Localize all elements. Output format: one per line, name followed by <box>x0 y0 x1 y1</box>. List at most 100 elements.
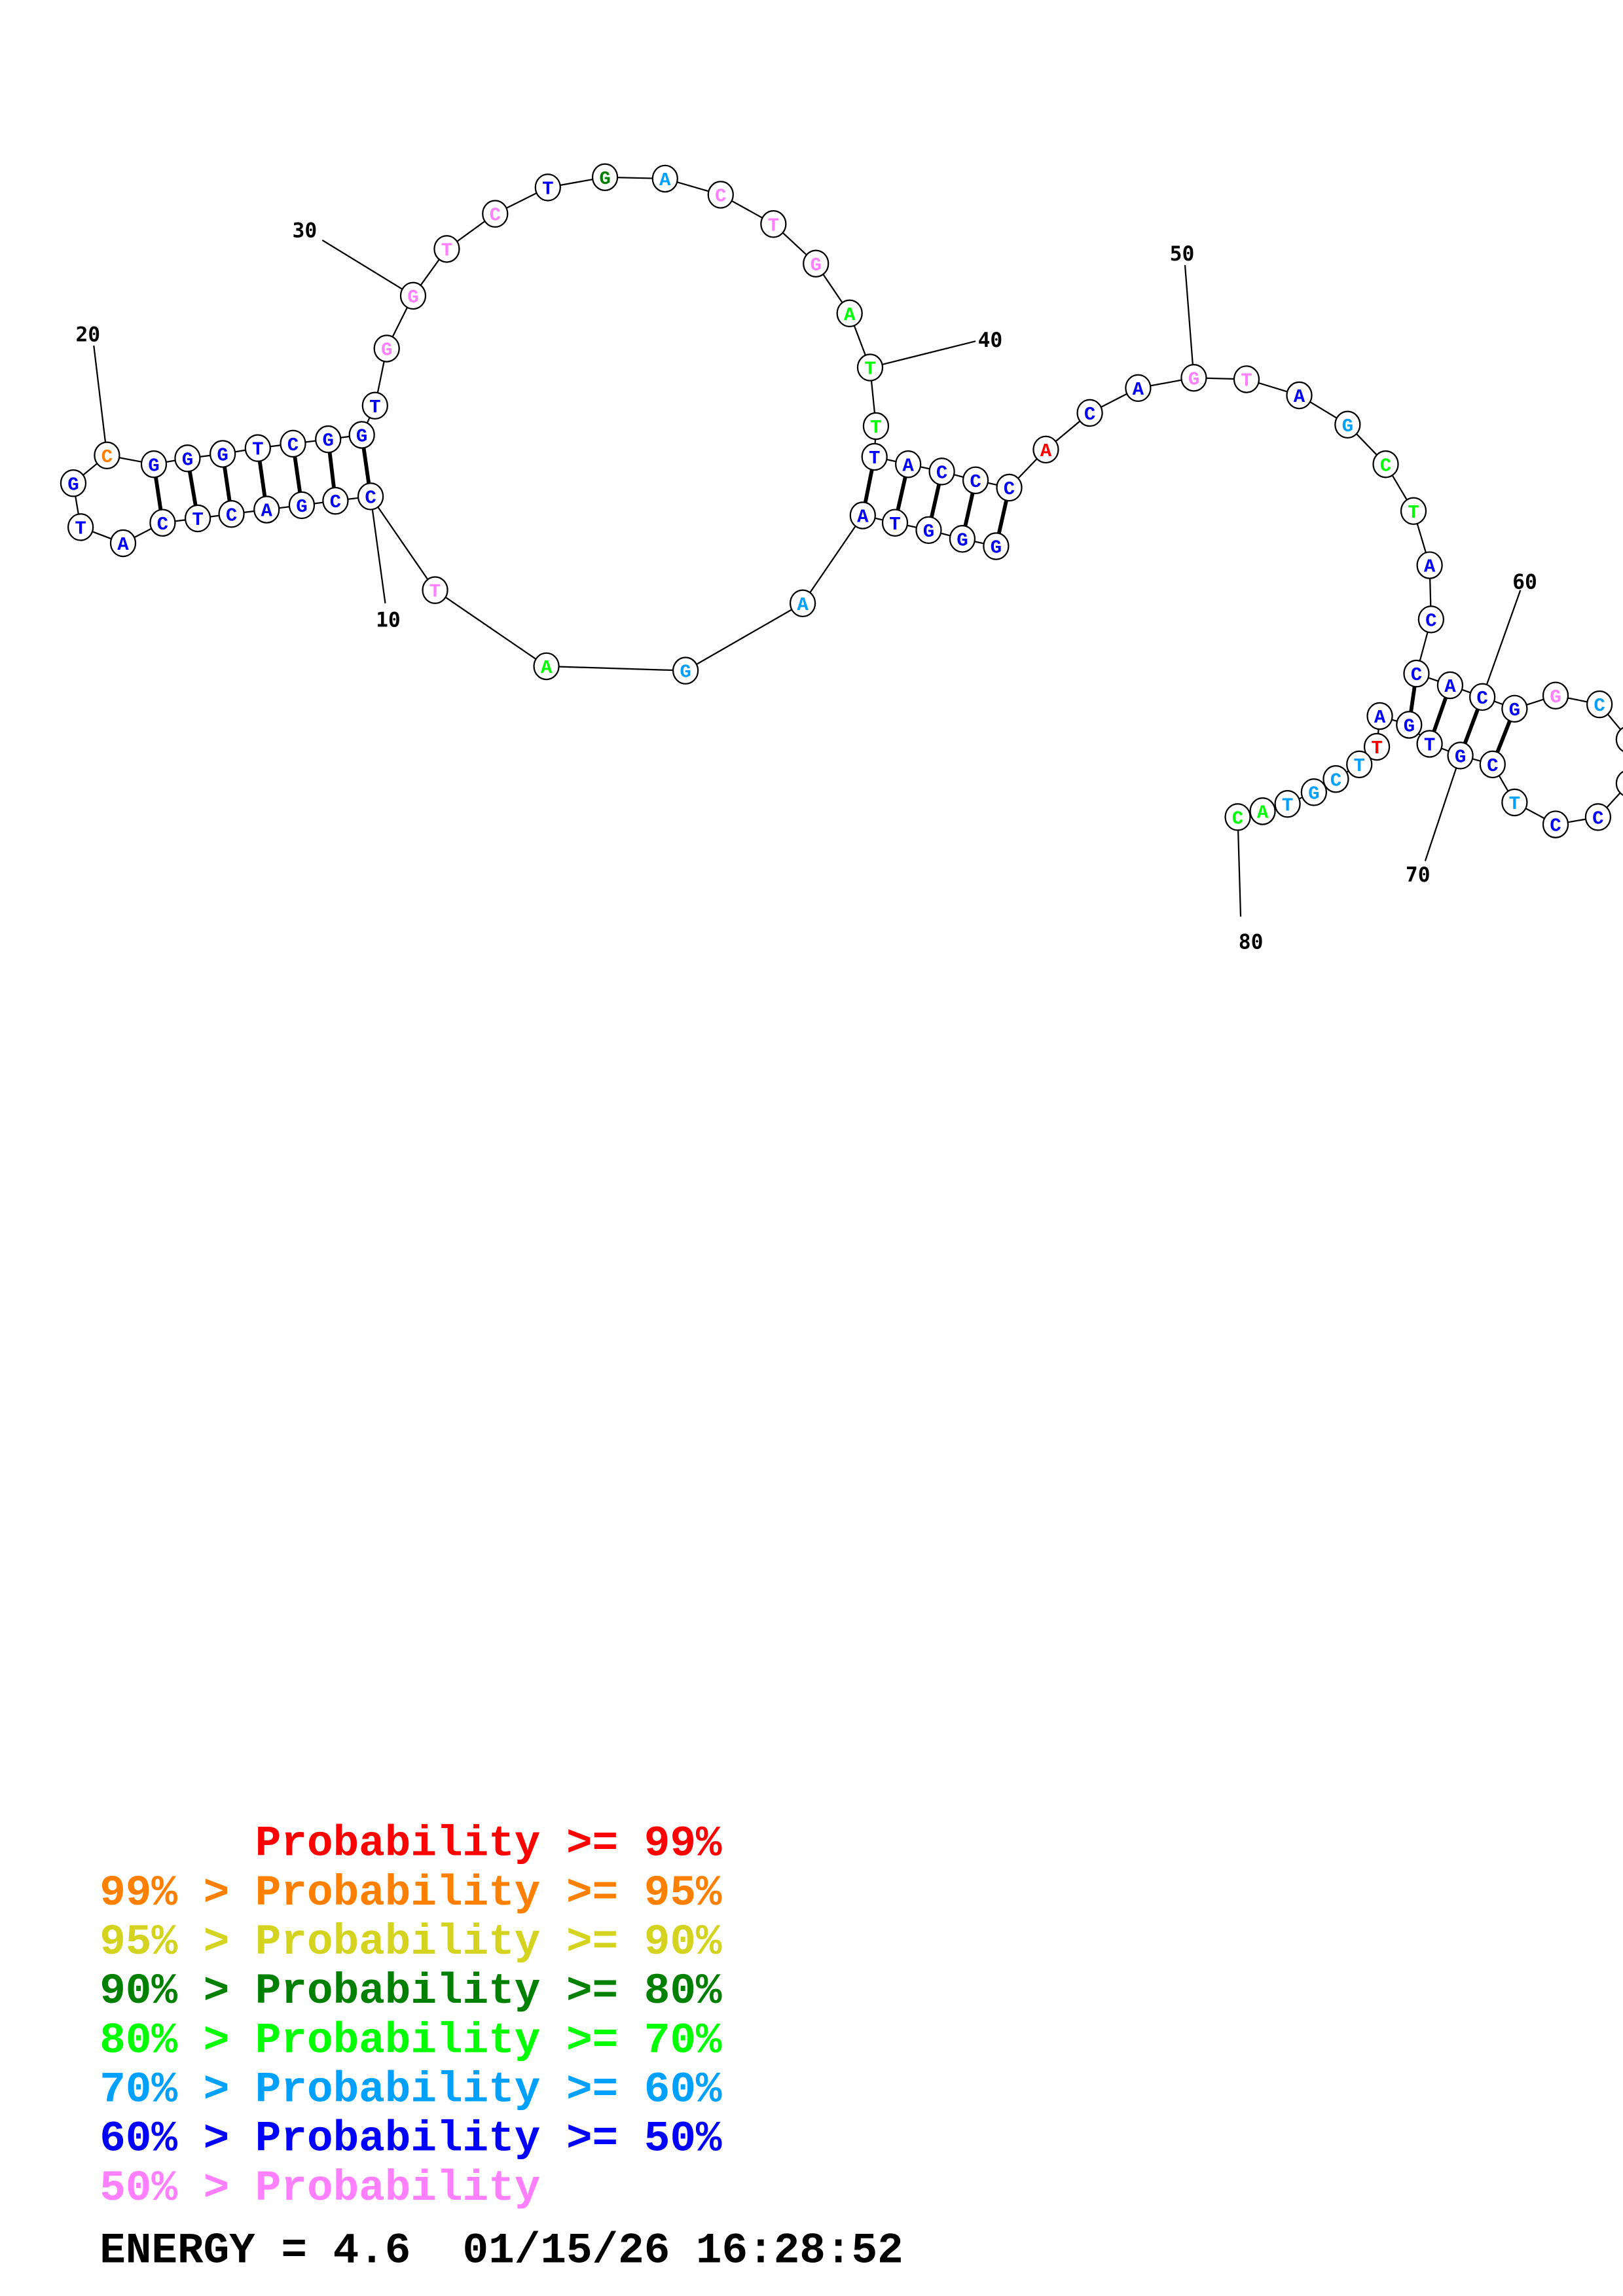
nucleotide-circle <box>1416 730 1443 758</box>
nucleotide-3: G <box>915 516 942 545</box>
nucleotide-60: C <box>1469 683 1496 711</box>
position-label-tick <box>1237 817 1242 917</box>
nucleotide-circle <box>422 576 448 604</box>
nucleotide-letter: G <box>217 445 228 467</box>
nucleotide-circle <box>399 281 427 310</box>
nucleotide-54: C <box>1372 450 1399 478</box>
nucleotide-circle <box>915 516 942 545</box>
nucleotide-circle <box>672 656 699 685</box>
nucleotide-letter: T <box>870 417 881 439</box>
nucleotide-letter: C <box>157 514 168 535</box>
nucleotide-letter: A <box>1424 556 1436 578</box>
nucleotide-circle <box>373 334 400 363</box>
nucleotide-circle <box>591 163 619 191</box>
energy-footer: ENERGY = 4.6 01/15/26 16:28:52 <box>100 2227 903 2276</box>
nucleotide-circle <box>1032 435 1059 464</box>
nucleotide-letter: C <box>1380 455 1391 476</box>
nucleotide-10: C <box>357 482 384 511</box>
nucleotide-20: C <box>94 441 120 470</box>
nucleotide-letter: G <box>407 287 418 308</box>
legend-entry: 80% > Probability >= 70% <box>100 2016 722 2065</box>
position-label: 80 <box>1239 931 1264 954</box>
nucleotide-31: T <box>433 235 460 263</box>
nucleotide-circle <box>1249 797 1276 825</box>
nucleotide-55: T <box>1400 497 1427 526</box>
nucleotide-circle <box>1403 659 1430 688</box>
nucleotide-letter: T <box>542 178 553 200</box>
nucleotide-circle <box>60 469 87 497</box>
position-label-tick <box>369 496 386 603</box>
backbone-segment <box>685 602 803 672</box>
nucleotide-letter: G <box>148 455 159 476</box>
nucleotide-circle <box>836 299 863 328</box>
nucleotide-19: G <box>60 469 87 497</box>
nucleotide-circle <box>218 500 245 528</box>
nucleotide-letter: T <box>75 518 86 539</box>
nucleotide-letter: G <box>381 340 392 361</box>
position-label: 70 <box>1406 863 1431 887</box>
nucleotide-58: C <box>1403 659 1430 688</box>
nucleotide-letter: C <box>1487 755 1498 777</box>
nucleotide-5: A <box>849 501 876 529</box>
base-pair-bonds <box>152 435 1517 765</box>
nucleotide-68: T <box>1501 788 1528 817</box>
nucleotide-circle <box>1479 750 1506 779</box>
nucleotide-circle <box>280 429 306 458</box>
nucleotide-77: G <box>1300 778 1328 806</box>
nucleotide-49: A <box>1125 374 1152 403</box>
nucleotide-17: A <box>109 529 137 558</box>
nucleotide-35: A <box>651 164 678 193</box>
nucleotide-43: A <box>895 450 922 478</box>
nucleotide-14: C <box>218 500 245 528</box>
nucleotide-1: G <box>983 532 1010 560</box>
probability-legend: Probability >= 99%99% > Probability >= 9… <box>100 1820 722 2213</box>
nucleotide-circle <box>361 391 388 420</box>
nucleotide-circle <box>174 444 201 473</box>
position-label: 50 <box>1170 242 1195 266</box>
position-label: 30 <box>293 219 318 242</box>
nucleotide-30: G <box>399 281 427 310</box>
nucleotide-circle <box>1584 803 1612 831</box>
nucleotide-circle <box>1615 726 1623 752</box>
nucleotide-letter: G <box>296 496 307 518</box>
nucleotide-letter: G <box>322 430 333 452</box>
nucleotide-circle <box>322 486 349 515</box>
nucleotide-letter: C <box>1330 770 1341 791</box>
nucleotide-letter: T <box>1354 755 1365 777</box>
nucleotide-letter: G <box>1308 783 1319 804</box>
nucleotide-circle <box>1366 702 1393 730</box>
nucleotide-23: G <box>209 440 236 468</box>
nucleotide-18: T <box>67 513 94 541</box>
nucleotide-circle <box>996 473 1023 502</box>
nucleotide-79: A <box>1249 797 1276 825</box>
nucleotide-circle <box>1417 605 1444 634</box>
nucleotide-circle <box>1286 381 1313 410</box>
nucleotide-69: C <box>1479 750 1506 779</box>
nucleotide-letter: A <box>844 304 856 326</box>
legend-entry: 99% > Probability >= 95% <box>100 1869 722 1918</box>
nucleotide-circle <box>983 532 1010 560</box>
nucleotide-circle <box>1363 732 1391 761</box>
nucleotide-circle <box>184 504 211 533</box>
nucleotide-letter: G <box>1509 700 1520 721</box>
nucleotide-46: C <box>996 473 1023 502</box>
position-label-tick <box>1424 755 1461 861</box>
nucleotide-50: G <box>1180 363 1207 392</box>
nucleotide-22: G <box>174 444 201 473</box>
nucleotide-circle <box>760 210 787 238</box>
nucleotide-62: G <box>1542 681 1569 709</box>
nucleotide-letter: A <box>902 455 914 476</box>
nucleotide-36: C <box>707 181 734 209</box>
position-label: 10 <box>376 609 401 632</box>
nucleotide-75: T <box>1346 750 1373 779</box>
legend-entry: 50% > Probability <box>100 2164 540 2213</box>
nucleotide-78: T <box>1274 789 1301 818</box>
nucleotide-letter: T <box>252 439 263 461</box>
nucleotide-letter: C <box>287 435 299 456</box>
nucleotide-circle <box>140 450 168 478</box>
nucleotide-circle <box>849 501 876 529</box>
nucleotide-21: G <box>140 450 168 478</box>
nucleotide-letter: C <box>1232 808 1243 829</box>
